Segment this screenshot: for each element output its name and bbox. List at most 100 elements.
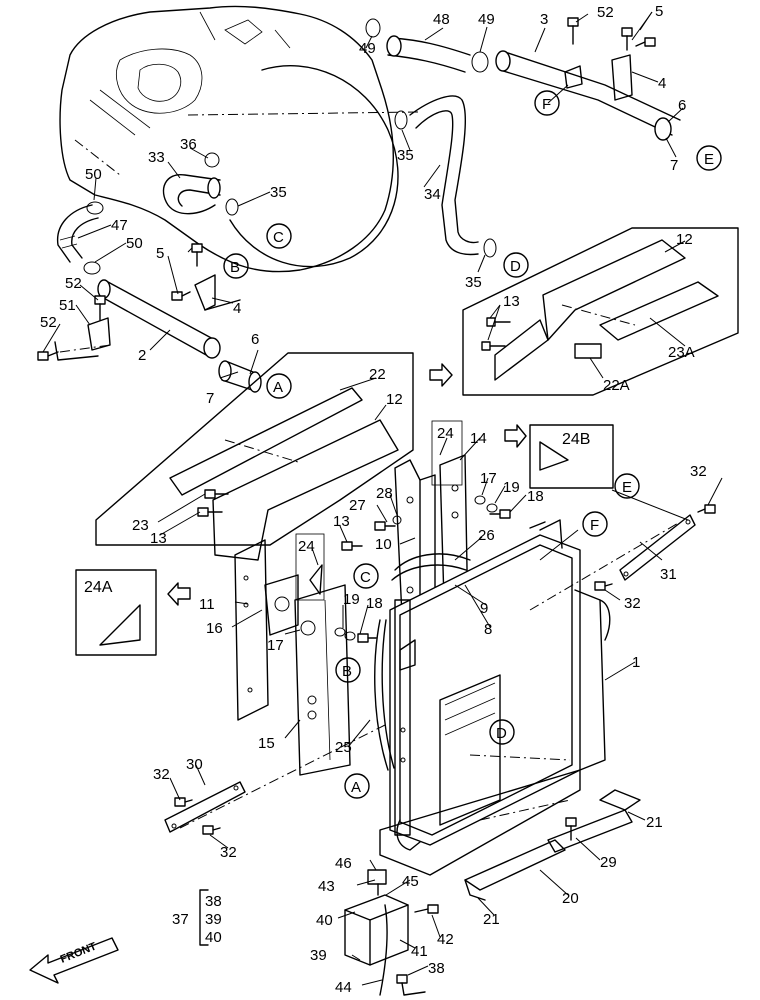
part-label: 4 xyxy=(233,300,241,317)
washer-17-b xyxy=(334,627,346,637)
part-label: 40 xyxy=(205,929,222,946)
part-label: 41 xyxy=(411,943,428,960)
part-label: 5 xyxy=(655,3,663,20)
hose-33 xyxy=(162,174,221,215)
part-label: 13 xyxy=(150,530,167,547)
bracket-16 xyxy=(264,574,299,636)
part-label: 34 xyxy=(424,186,441,203)
part-label: 15 xyxy=(258,735,275,752)
hose-26-inner xyxy=(391,564,467,581)
bolt-icon xyxy=(197,507,223,517)
part-label: 32 xyxy=(220,844,237,861)
part-label: 37 xyxy=(172,911,189,928)
part-label: 6 xyxy=(251,331,259,348)
bolt-icon xyxy=(567,17,579,45)
part-label: 32 xyxy=(153,766,170,783)
bolt-icon xyxy=(202,825,221,835)
part-label: 39 xyxy=(205,911,222,928)
detail-box-left xyxy=(95,352,414,561)
hose-48 xyxy=(365,18,489,73)
part-label: 49 xyxy=(478,11,495,28)
arrow-icon xyxy=(429,363,453,387)
part-label: 4 xyxy=(658,75,666,92)
part-label: 14 xyxy=(470,430,487,447)
hose-25 xyxy=(374,619,389,771)
detail-box-right xyxy=(462,227,739,396)
part-label: 52 xyxy=(597,4,614,21)
callout-c: C xyxy=(360,569,371,586)
part-label: 9 xyxy=(480,600,488,617)
washer-19 xyxy=(486,503,498,513)
part-label: 39 xyxy=(310,947,327,964)
center-line xyxy=(179,724,386,829)
part-label: 35 xyxy=(270,184,287,201)
part-label: 40 xyxy=(316,912,333,929)
part-label: 2 xyxy=(138,347,146,364)
part-label: 21 xyxy=(483,911,500,928)
part-label: 35 xyxy=(465,274,482,291)
part-label: 17 xyxy=(480,470,497,487)
part-label: 22 xyxy=(369,366,386,383)
part-label: 35 xyxy=(397,147,414,164)
center-line xyxy=(529,521,681,611)
washer-28 xyxy=(392,515,402,525)
part-label: 45 xyxy=(402,873,419,890)
bolt-icon xyxy=(374,521,396,531)
part-label: 22A xyxy=(603,377,630,394)
reserve-tank-39 xyxy=(344,869,409,996)
plate-21-right xyxy=(547,789,641,853)
callout-b: B xyxy=(230,259,240,276)
part-label: 18 xyxy=(366,595,383,612)
part-label: 32 xyxy=(624,595,641,612)
bolt-icon xyxy=(191,243,203,267)
part-label: 21 xyxy=(646,814,663,831)
washer-17 xyxy=(474,495,486,505)
part-label: 51 xyxy=(59,297,76,314)
detail-label-24b: 24B xyxy=(562,431,590,448)
pipe-2 xyxy=(97,279,262,393)
part-label: 36 xyxy=(180,136,197,153)
part-label: 13 xyxy=(333,513,350,530)
part-label: 10 xyxy=(375,536,392,553)
part-label: 24 xyxy=(437,425,454,442)
pipe-3 xyxy=(495,50,681,141)
part-label: 46 xyxy=(335,855,352,872)
part-number-labels: 48 49 49 3 52 5 4 6 7 36 33 35 35 34 35 … xyxy=(40,3,707,996)
arrow-icon xyxy=(504,424,527,448)
bracket-15 xyxy=(294,533,351,776)
hose-25-inner xyxy=(381,619,395,769)
bolt-icon xyxy=(594,581,613,591)
bolt-icon xyxy=(635,37,656,47)
detail-box-24a xyxy=(75,569,157,656)
part-label: 5 xyxy=(156,245,164,262)
bolt-icon xyxy=(697,504,716,514)
bolt-icon xyxy=(481,341,506,351)
part-label: 52 xyxy=(40,314,57,331)
part-label: 28 xyxy=(376,485,393,502)
bolt-icon xyxy=(204,489,229,499)
part-label: 31 xyxy=(660,566,677,583)
part-label: 7 xyxy=(206,390,214,407)
stay-31 xyxy=(619,514,696,581)
part-label: 32 xyxy=(690,463,707,480)
part-label: 3 xyxy=(540,11,548,28)
bolt-icon xyxy=(621,27,633,51)
bracket-11 xyxy=(234,539,269,721)
center-line xyxy=(469,754,571,761)
detail-label-24a: 24A xyxy=(84,579,113,596)
part-label: 42 xyxy=(437,931,454,948)
callout-d: D xyxy=(496,725,507,742)
front-arrow-icon xyxy=(29,937,119,984)
bolt-icon xyxy=(414,904,439,914)
part-label: 18 xyxy=(527,488,544,505)
clamp-35-c xyxy=(225,198,239,216)
callout-f: F xyxy=(542,96,551,113)
bolt-icon xyxy=(565,817,577,841)
part-label: 8 xyxy=(484,621,492,638)
callout-e: E xyxy=(704,151,714,168)
part-label: 12 xyxy=(676,231,693,248)
callout-e: E xyxy=(622,479,632,496)
radiator-1 xyxy=(379,519,611,876)
part-label: 13 xyxy=(503,293,520,310)
